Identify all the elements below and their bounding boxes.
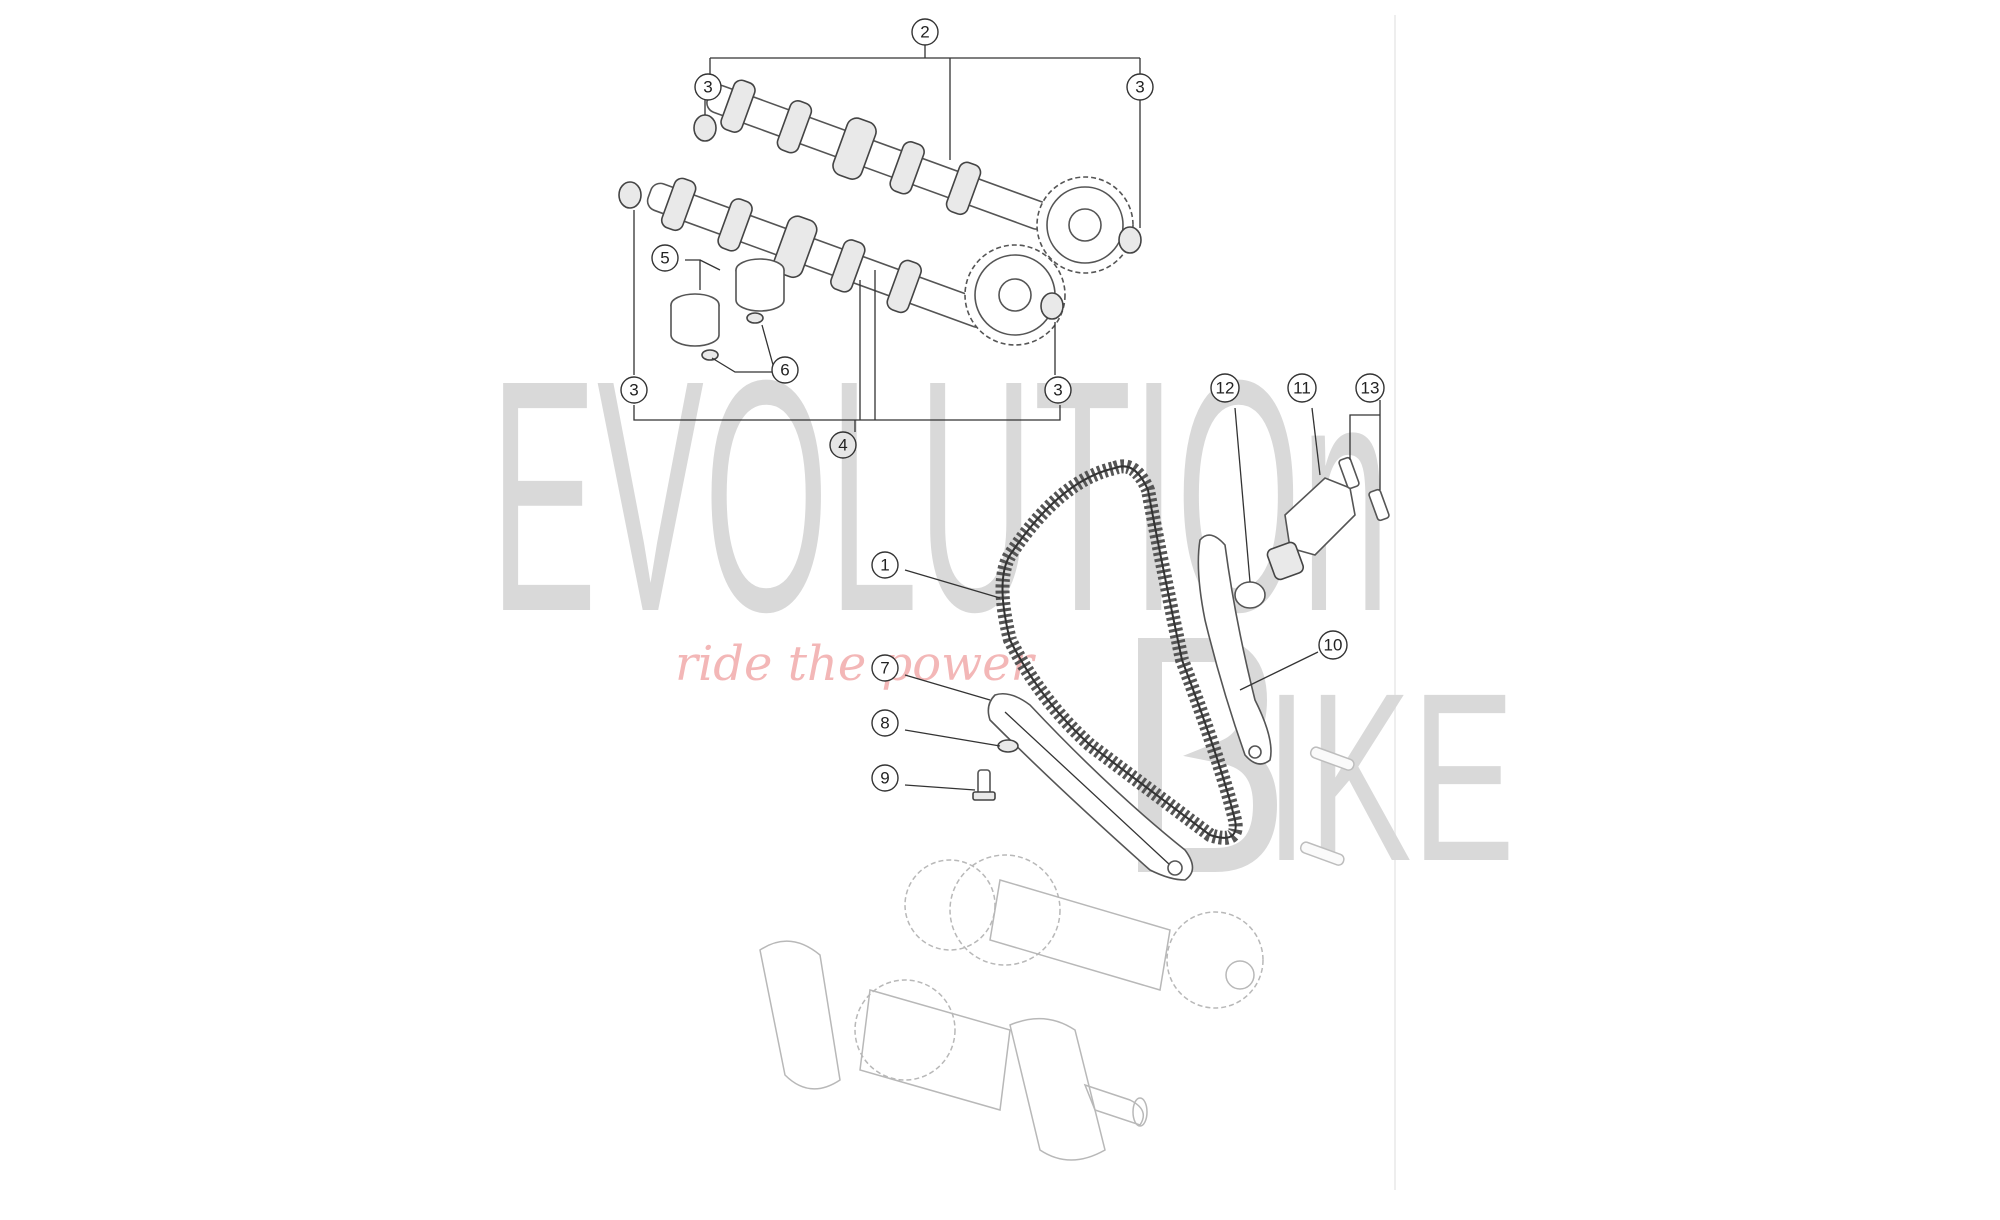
svg-text:5: 5	[660, 249, 669, 268]
camshaft-assembly	[618, 45, 1142, 432]
svg-text:10: 10	[1324, 636, 1343, 655]
camshaft-plug-bottom-right	[1040, 292, 1064, 320]
callout-2: 2	[911, 18, 939, 46]
fixed-chain-guide	[1197, 534, 1272, 765]
callout-5: 5	[651, 244, 679, 272]
svg-text:3: 3	[1053, 381, 1062, 400]
camshaft-plug-top-right	[1118, 226, 1142, 254]
callout-3-bottom-right: 3	[1044, 376, 1072, 404]
svg-text:2: 2	[920, 23, 929, 42]
watermark-word-top: EVOLUTIOn	[490, 311, 1390, 680]
watermark: EVOLUTIOn IKE ride the power	[490, 311, 1515, 911]
tensioner-bolts	[1338, 456, 1390, 522]
callout-9: 9	[871, 764, 899, 792]
balancer-shaft	[904, 854, 1264, 1009]
callout-3-top-right: 3	[1126, 73, 1154, 101]
dowel-pin-upper	[1309, 746, 1355, 771]
callout-3-bottom-left: 3	[620, 376, 648, 404]
svg-text:4: 4	[838, 436, 847, 455]
callout-6: 6	[771, 356, 799, 384]
callout-12: 12	[1210, 373, 1240, 403]
timing-chain	[995, 459, 1243, 845]
callout-1: 1	[871, 551, 899, 579]
callout-8: 8	[871, 709, 899, 737]
svg-text:3: 3	[1135, 78, 1144, 97]
svg-text:7: 7	[880, 659, 889, 678]
callout-11: 11	[1287, 373, 1317, 403]
guide-washer	[997, 739, 1019, 753]
callout-3-top-left: 3	[694, 73, 722, 101]
exhaust-camshaft	[646, 177, 991, 329]
callout-7: 7	[871, 654, 899, 682]
exhaust-cam-sprocket	[964, 244, 1066, 346]
valve-tappets	[670, 258, 785, 347]
chain-tensioner-guide	[987, 692, 1194, 881]
dowel-pin-lower	[1299, 841, 1345, 866]
svg-text:9: 9	[880, 769, 889, 788]
callout-10: 10	[1318, 630, 1348, 660]
tensioner-gasket	[1234, 581, 1266, 609]
svg-text:1: 1	[880, 556, 889, 575]
intake-cam-sprocket	[1036, 176, 1134, 274]
valve-shim-a	[746, 312, 764, 324]
svg-text:8: 8	[880, 714, 889, 733]
watermark-word-bottom: IKE	[1265, 643, 1515, 911]
camshaft-plug-bottom-left	[618, 181, 642, 209]
watermark-tagline: ride the power	[675, 636, 1037, 692]
chain-tensioner	[1266, 477, 1356, 581]
guide-bolt	[972, 769, 996, 801]
callout-4: 4	[829, 431, 857, 459]
valve-shim-b	[701, 349, 719, 361]
svg-text:12: 12	[1216, 379, 1235, 398]
svg-text:6: 6	[780, 361, 789, 380]
svg-text:3: 3	[703, 78, 712, 97]
svg-text:11: 11	[1293, 379, 1311, 398]
callout-13: 13	[1355, 373, 1385, 403]
camshaft-plug-top-left	[693, 114, 717, 142]
crankshaft	[759, 940, 1148, 1161]
svg-text:13: 13	[1361, 379, 1380, 398]
svg-text:3: 3	[629, 381, 638, 400]
